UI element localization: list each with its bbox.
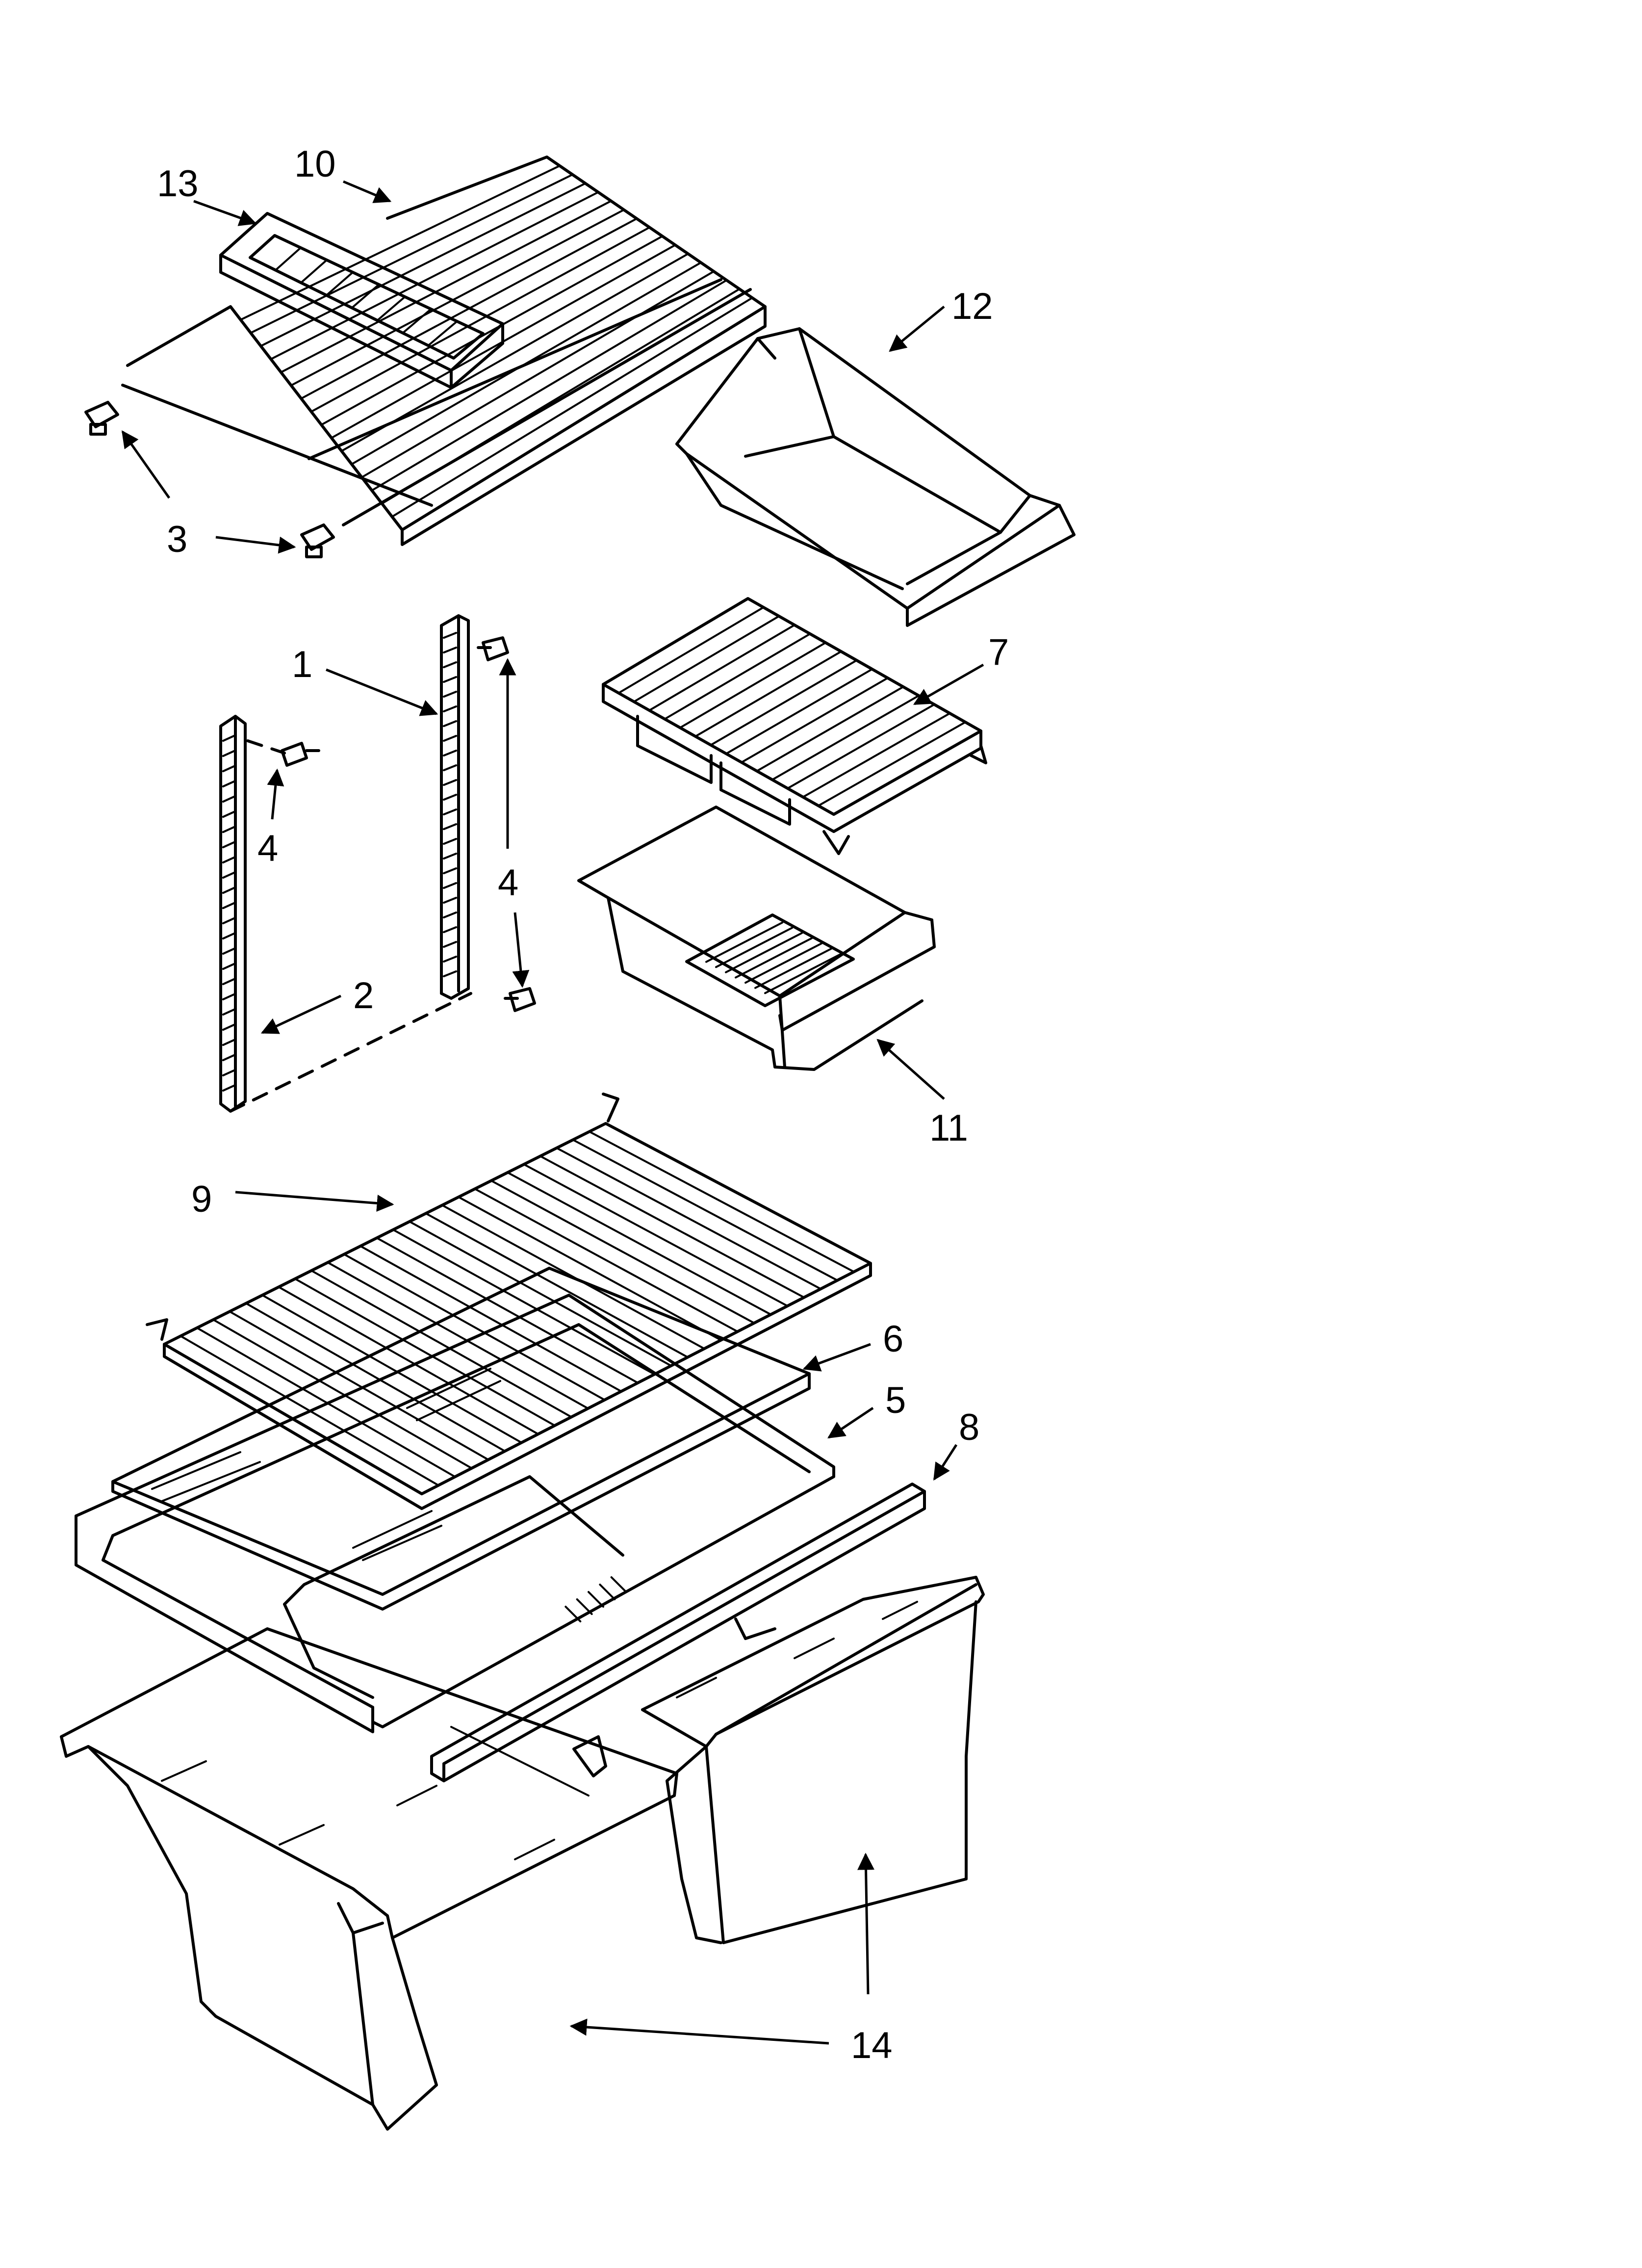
- storage-bin: [675, 327, 1076, 627]
- shelf-ladder-rail-left: [219, 715, 247, 1113]
- callout-10: 10: [294, 143, 336, 185]
- wire-shelf-upper: [121, 156, 767, 546]
- ice-cube-tray: [219, 212, 504, 389]
- callout-13: 13: [157, 163, 199, 205]
- callout-9: 9: [191, 1178, 212, 1220]
- screw-right-rail-top: [477, 636, 509, 661]
- shelf-end-cap-left: [84, 401, 119, 436]
- callout-5: 5: [885, 1380, 906, 1421]
- callout-14: 14: [851, 2025, 893, 2066]
- wire-shelf-main: [146, 1093, 872, 1510]
- crisper-drawer-right: [572, 1576, 985, 1944]
- callout-8: 8: [959, 1407, 979, 1448]
- screw-left-rail: [281, 742, 320, 767]
- leader-lines: [121, 180, 984, 2045]
- callouts: 13 10 12 3 1 7 4 4 2 11 9 6 5 8 14: [157, 143, 1009, 2066]
- drawer-cover-grid: [602, 597, 987, 855]
- callout-4-right: 4: [498, 862, 518, 904]
- callout-6: 6: [883, 1318, 903, 1360]
- callout-7: 7: [988, 631, 1009, 673]
- glass-shelf: [111, 1267, 811, 1611]
- shelf-ladder-rail-right: [440, 614, 470, 1000]
- crisper-frame: [75, 1294, 835, 1733]
- callout-4-left: 4: [257, 828, 278, 869]
- callout-1: 1: [292, 644, 312, 685]
- crisper-drawer-left: [60, 1627, 678, 2131]
- rail-alignment-guide: [229, 739, 472, 1113]
- callout-11: 11: [929, 1107, 968, 1149]
- freezer-drawer: [577, 806, 936, 1071]
- callout-3: 3: [167, 519, 187, 560]
- screw-right-rail-bottom: [504, 987, 536, 1012]
- callout-2: 2: [353, 975, 374, 1017]
- callout-12: 12: [951, 286, 993, 327]
- front-trim-strip: [430, 1483, 926, 1782]
- shelf-end-cap-right: [300, 523, 335, 558]
